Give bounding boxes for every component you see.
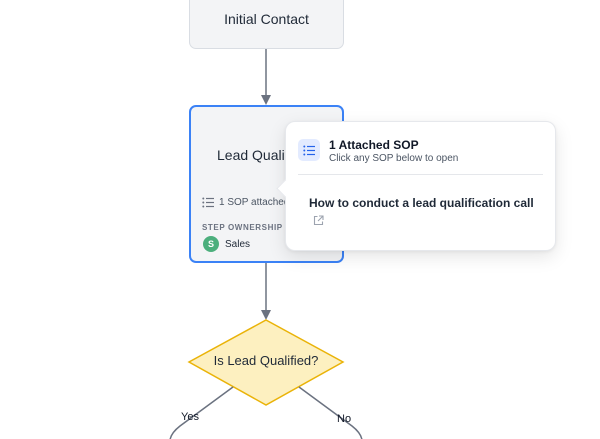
node-lead-qualification-title: Lead Qualifi [217, 147, 292, 163]
list-icon [303, 145, 315, 155]
sop-count-text: 1 SOP attached [219, 197, 290, 208]
decision-title: Is Lead Qualified? [213, 353, 319, 368]
connector-yes-branch [169, 386, 234, 439]
external-link-icon[interactable] [313, 215, 324, 226]
sop-list-icon-box [298, 139, 320, 161]
popover-title: 1 Attached SOP [329, 138, 419, 152]
step-ownership-label: STEP OWNERSHIP [202, 223, 283, 232]
step-owner: S Sales [203, 236, 250, 252]
sop-link[interactable]: How to conduct a lead qualification call [309, 196, 534, 210]
list-icon [202, 197, 214, 208]
popover-subtitle: Click any SOP below to open [329, 153, 459, 164]
edge-label-yes: Yes [181, 411, 199, 423]
node-initial-contact[interactable]: Initial Contact [189, 0, 344, 49]
sop-attached-indicator[interactable]: 1 SOP attached [202, 197, 289, 208]
owner-avatar: S [203, 236, 219, 252]
decision-diamond[interactable] [187, 319, 345, 406]
owner-name: Sales [225, 238, 251, 250]
popover-divider [298, 174, 543, 175]
edge-label-no: No [337, 413, 352, 425]
node-initial-contact-title: Initial Contact [224, 11, 309, 27]
connector-no-branch [298, 386, 363, 439]
attached-sop-popover: 1 Attached SOP Click any SOP below to op… [276, 121, 556, 251]
